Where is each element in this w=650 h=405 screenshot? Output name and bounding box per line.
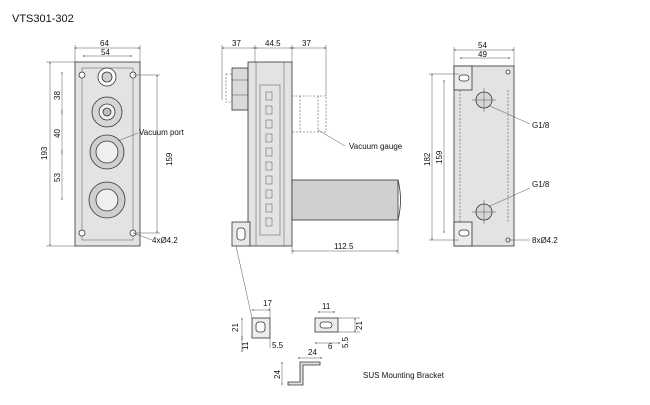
bracket-bottom-width: 24 bbox=[308, 348, 317, 357]
bracket-caption: SUS Mounting Bracket bbox=[363, 371, 445, 380]
bracket-left-width: 17 bbox=[263, 299, 272, 308]
front-height-inner: 159 bbox=[165, 152, 174, 166]
side-view: 37 44.5 37 bbox=[221, 39, 403, 319]
bracket-right-thickness: 5.5 bbox=[341, 336, 350, 348]
side-left-width: 37 bbox=[232, 39, 241, 48]
front-seg-top: 38 bbox=[53, 91, 62, 100]
front-width-outer: 64 bbox=[100, 39, 109, 48]
rear-width-inner: 49 bbox=[478, 50, 487, 59]
bracket-bottom-height: 24 bbox=[273, 370, 282, 379]
bracket-left-height: 21 bbox=[231, 323, 240, 332]
bracket-detail: 17 21 11 5.5 11 21 6 5.5 24 24 SUS Mount… bbox=[231, 299, 445, 386]
vacuum-gauge-label: Vacuum gauge bbox=[349, 142, 403, 151]
front-hole-icon bbox=[78, 71, 86, 79]
rear-height-outer: 182 bbox=[423, 152, 432, 166]
bracket-profile bbox=[287, 361, 321, 386]
side-body bbox=[247, 61, 293, 247]
thread-bottom-label: G1/8 bbox=[532, 180, 550, 189]
bracket-right-height: 21 bbox=[355, 321, 364, 330]
bracket-right-offset: 6 bbox=[328, 342, 333, 351]
drawing-title: VTS301-302 bbox=[12, 13, 74, 25]
front-view: 64 54 193 38 40 53 bbox=[40, 39, 185, 247]
rear-width-outer: 54 bbox=[478, 41, 487, 50]
front-holes-label: 4xØ4.2 bbox=[152, 236, 178, 245]
side-right-width: 37 bbox=[302, 39, 311, 48]
rear-holes-label: 8xØ4.2 bbox=[532, 236, 558, 245]
bracket-left-offset: 11 bbox=[241, 341, 250, 350]
thread-top-label: G1/8 bbox=[532, 121, 550, 130]
front-seg-mid: 40 bbox=[53, 129, 62, 138]
rear-view: 54 49 182 159 G1/8 G1/8 bbox=[423, 41, 558, 247]
rear-height-inner: 159 bbox=[435, 150, 444, 164]
front-seg-low: 53 bbox=[53, 173, 62, 182]
bracket-left-thickness: 5.5 bbox=[272, 341, 284, 350]
front-hole-icon bbox=[78, 229, 86, 237]
vacuum-port-label: Vacuum port bbox=[139, 128, 185, 137]
front-width-inner: 54 bbox=[101, 48, 110, 57]
side-cylinder bbox=[291, 179, 399, 221]
bracket-right-width: 11 bbox=[322, 302, 331, 311]
side-length: 112.5 bbox=[334, 242, 354, 251]
side-center-width: 44.5 bbox=[265, 39, 281, 48]
front-height-total: 193 bbox=[40, 146, 49, 160]
